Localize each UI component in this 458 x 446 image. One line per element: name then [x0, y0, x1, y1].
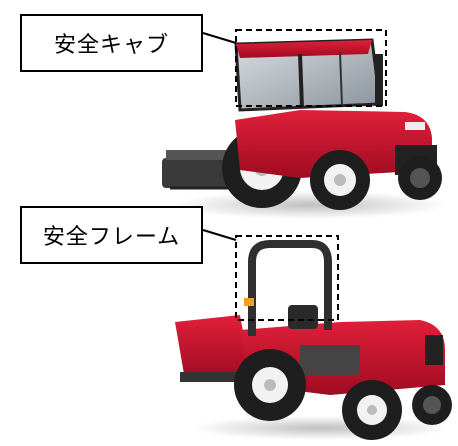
front-wheel-right: [398, 156, 442, 200]
engine-panel: [300, 345, 360, 375]
safety-cab-label: 安全キャブ: [20, 14, 203, 72]
front-wheel-right-2: [412, 385, 452, 425]
tractor-with-frame-illustration: [175, 240, 452, 440]
rear-wheel-2: [234, 349, 306, 421]
safety-frame: [244, 240, 332, 336]
front-wheel: [310, 150, 370, 210]
exhaust-pipe: [375, 54, 383, 106]
safety-cab: [234, 38, 382, 112]
tractor-with-cab-illustration: [162, 38, 450, 219]
frame-highlight-box: [235, 235, 339, 321]
safety-frame-label: 安全フレーム: [20, 206, 203, 264]
rotary-tiller: [162, 150, 234, 190]
frame-leader-line: [202, 229, 237, 241]
cab-highlight-box: [235, 29, 387, 107]
cab-leader-line: [202, 32, 237, 44]
front-wheel-2: [342, 380, 402, 440]
rotary-tiller-2: [175, 315, 250, 382]
